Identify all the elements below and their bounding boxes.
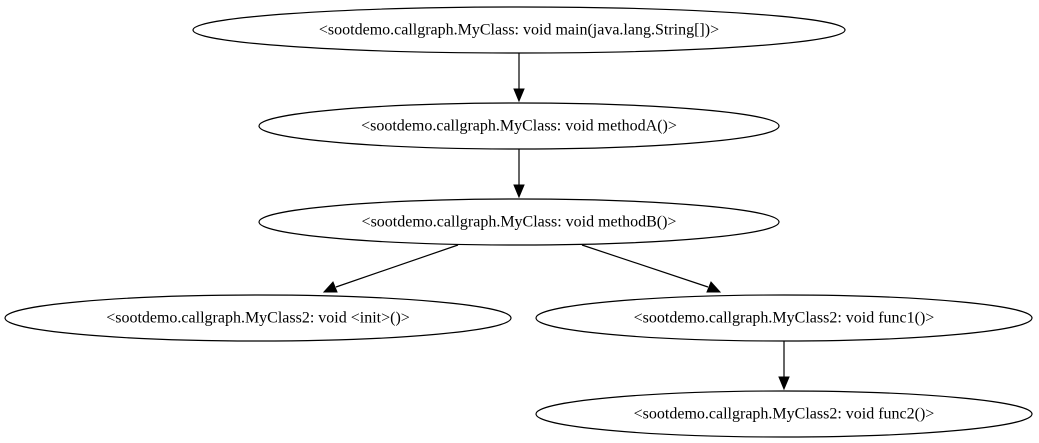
node-init[interactable]: <sootdemo.callgraph.MyClass2: void <init… — [4, 294, 512, 342]
node-main-label: <sootdemo.callgraph.MyClass: void main(j… — [319, 22, 719, 39]
node-func2-label: <sootdemo.callgraph.MyClass2: void func2… — [634, 406, 935, 423]
node-methodB[interactable]: <sootdemo.callgraph.MyClass: void method… — [258, 198, 780, 246]
edge-methodB-to-func1 — [581, 244, 722, 293]
node-main[interactable]: <sootdemo.callgraph.MyClass: void main(j… — [192, 6, 846, 54]
node-methodA-label: <sootdemo.callgraph.MyClass: void method… — [361, 118, 677, 135]
edge-methodB-to-init — [322, 244, 459, 293]
node-methodB-label: <sootdemo.callgraph.MyClass: void method… — [362, 214, 677, 231]
edge-func1-to-func2 — [778, 341, 790, 391]
edge-methodA-to-methodB — [513, 149, 525, 199]
node-func2[interactable]: <sootdemo.callgraph.MyClass2: void func2… — [535, 390, 1033, 438]
nodes: <sootdemo.callgraph.MyClass: void main(j… — [4, 6, 1033, 438]
node-init-label: <sootdemo.callgraph.MyClass2: void <init… — [106, 310, 410, 327]
node-methodA[interactable]: <sootdemo.callgraph.MyClass: void method… — [258, 102, 780, 150]
edge-main-to-methodA — [513, 53, 525, 103]
node-func1[interactable]: <sootdemo.callgraph.MyClass2: void func1… — [535, 294, 1033, 342]
node-func1-label: <sootdemo.callgraph.MyClass2: void func1… — [634, 310, 935, 327]
edges — [322, 53, 790, 391]
